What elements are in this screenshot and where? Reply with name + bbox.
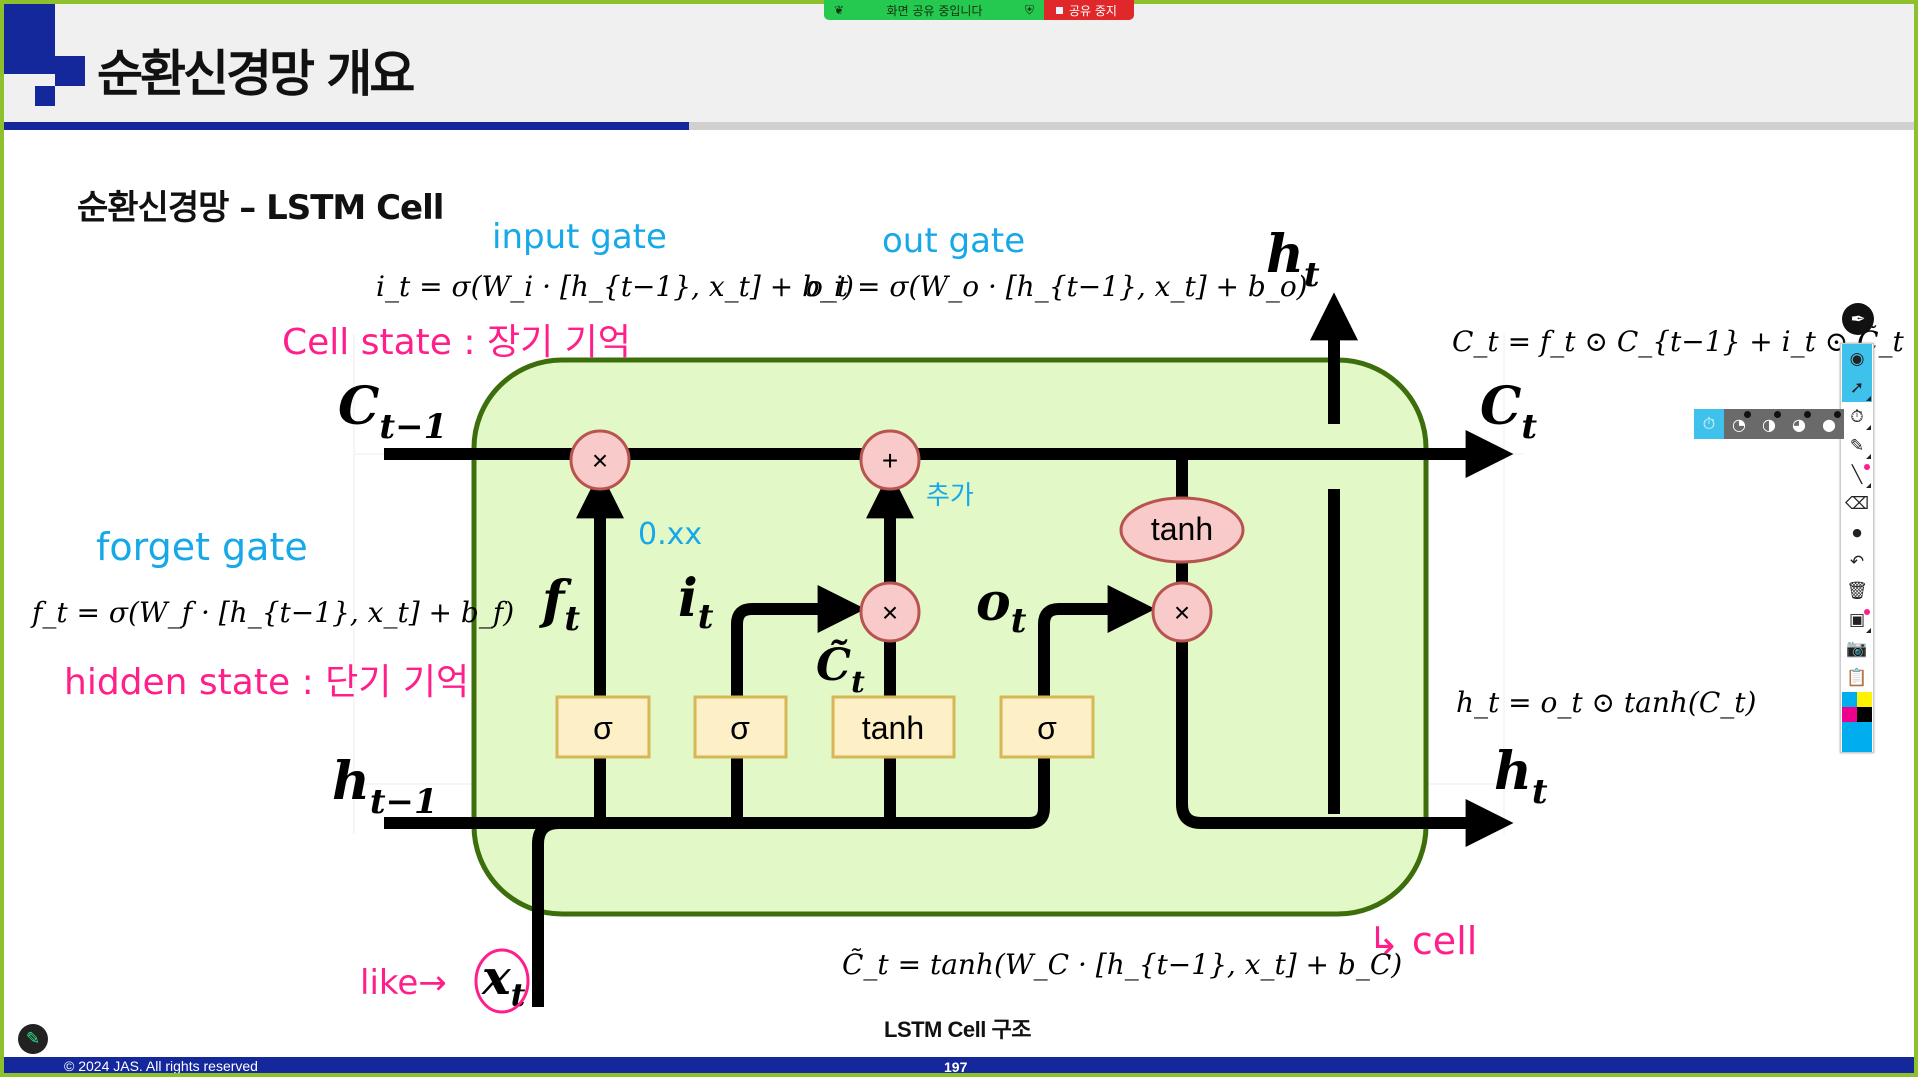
eraser-icon[interactable]: ⌫: [1844, 493, 1870, 514]
slide: 순환신경망 개요 순환신경망 – LSTM Cell: [4, 4, 1914, 1073]
whiteboard-icon[interactable]: ▣: [1842, 605, 1872, 634]
shield-check-icon: ⛨: [1024, 2, 1034, 17]
slide-subtitle: 순환신경망 – LSTM Cell: [77, 188, 444, 228]
c-next-label: Ct: [1480, 376, 1537, 447]
input-multiply-op: [859, 581, 921, 643]
cursor-icon[interactable]: ➚: [1842, 373, 1872, 402]
input-gate-equation: i_t = σ(W_i · [h_{t−1}, x_t] + b_i): [376, 270, 854, 303]
annotation-cell: ↳ cell: [1368, 919, 1477, 963]
header-rule-accent: [4, 122, 689, 130]
h-prev-label: ht−1: [332, 751, 438, 822]
timer-off-icon[interactable]: ⏱: [1694, 409, 1724, 439]
undo-icon[interactable]: ↶: [1849, 551, 1865, 572]
trash-icon[interactable]: 🗑: [1846, 580, 1868, 601]
input-gate-path: [731, 585, 866, 823]
slide-title: 순환신경망 개요: [97, 45, 415, 103]
header-logo-block: [55, 56, 85, 86]
header-logo-block: [4, 4, 55, 74]
color-swatch-black[interactable]: [1857, 707, 1872, 722]
o-label: ot: [976, 572, 1027, 641]
annotation-add: 추가: [926, 481, 974, 511]
annotation-toolbar: ◉ ➚ ⏱ ✎ ╲ ⌫ ● ↶ 🗑 ▣ 📷 📋: [1840, 343, 1874, 753]
stop-sharing-button[interactable]: 공유 중지: [1044, 0, 1134, 20]
forget-multiply-op: [569, 429, 631, 491]
share-status-label: 화면 공유 중입니다: [886, 3, 983, 18]
forget-gate-equation: f_t = σ(W_f · [h_{t−1}, x_t] + b_f): [30, 596, 514, 629]
hidden-input-line: [384, 734, 1050, 829]
c-tilde-label: C̃t: [816, 638, 865, 700]
candidate-layer-label: tanh: [862, 710, 924, 746]
annotation-forget-gate: forget gate: [96, 525, 308, 569]
annotation-circle-x: [474, 948, 530, 1014]
cell-state-equation: C_t = f_t ⊙ C_{t−1} + i_t ⊙ C̃_t: [1452, 325, 1905, 358]
stop-icon: [1056, 6, 1063, 14]
color-swatch-magenta[interactable]: [1842, 707, 1857, 722]
timer-full-icon[interactable]: ●: [1814, 409, 1844, 439]
forget-layer-label: σ: [593, 710, 613, 746]
annotate-pen-button[interactable]: ✎: [18, 1024, 48, 1054]
share-status: ❦ 화면 공유 중입니다 ⛨: [824, 0, 1044, 20]
hidden-output-line: [1176, 634, 1514, 847]
annotation-hidden-state: hidden state : 단기 기억: [64, 662, 469, 703]
tanh-op: [1119, 496, 1245, 564]
hidden-state-equation: h_t = o_t ⊙ tanh(C_t): [1456, 686, 1756, 719]
forget-layer-box: [555, 695, 651, 759]
timer-half-icon[interactable]: ◑: [1754, 409, 1784, 439]
timer-three-quarter-icon[interactable]: ◕: [1784, 409, 1814, 439]
pen-nib-icon[interactable]: ✒: [1842, 303, 1874, 335]
screen-share-bar: ❦ 화면 공유 중입니다 ⛨ 공유 중지: [824, 0, 1134, 20]
annotation-like: like→: [360, 963, 447, 1003]
tanh-op-label: tanh: [1151, 511, 1213, 547]
timer-options: ⏱ ◔ ◑ ◕ ●: [1694, 409, 1844, 439]
highlighter-icon[interactable]: ✎: [1842, 431, 1872, 460]
leaf-icon: ❦: [834, 3, 845, 17]
figure-caption: LSTM Cell 구조: [884, 1017, 1031, 1042]
header-logo-block: [35, 86, 55, 106]
h-top-label: ht: [1266, 224, 1320, 295]
output-layer-box: [999, 695, 1095, 759]
c-prev-label: Ct−1: [338, 376, 447, 447]
timer-quarter-icon[interactable]: ◔: [1724, 409, 1754, 439]
annotation-out-gate: out gate: [882, 221, 1025, 261]
candidate-equation: C̃_t = tanh(W_C · [h_{t−1}, x_t] + b_C): [842, 948, 1402, 981]
annotation-cell-state: Cell state : 장기 기억: [282, 322, 631, 363]
footer-copyright: © 2024 JAS. All rights reserved: [64, 1058, 258, 1073]
eye-icon[interactable]: ◉: [1842, 344, 1872, 373]
output-multiply-op: [1151, 581, 1213, 643]
candidate-layer-box: [831, 695, 956, 759]
page-number: 197: [944, 1059, 968, 1073]
input-layer-label: σ: [730, 710, 750, 746]
forget-multiply-symbol: ×: [592, 445, 608, 476]
x-input-line: [532, 817, 560, 1007]
header-rule: [689, 122, 1914, 130]
output-layer-label: σ: [1037, 710, 1057, 746]
add-op: [859, 429, 921, 491]
color-swatch-cyan[interactable]: [1842, 692, 1857, 707]
dot-icon[interactable]: ●: [1852, 526, 1862, 539]
i-label: it: [678, 568, 714, 637]
stop-sharing-label: 공유 중지: [1069, 3, 1117, 18]
line-icon[interactable]: ╲: [1842, 460, 1872, 489]
x-input-label: xt: [481, 950, 526, 1014]
clipboard-icon[interactable]: 📋: [1846, 667, 1868, 688]
lstm-diagram: × + × × tanh σ σ tanh σ Ct−1 Ct ht−1 ht …: [30, 217, 1905, 1014]
pencil-icon: ✎: [25, 1029, 41, 1049]
color-palette: [1842, 692, 1872, 722]
output-gate-equation: o_t = σ(W_o · [h_{t−1}, x_t] + b_o): [806, 270, 1308, 303]
input-multiply-symbol: ×: [882, 597, 898, 628]
timer-off-icon[interactable]: ⏱: [1842, 402, 1872, 431]
h-next-label: ht: [1494, 741, 1548, 812]
add-symbol: +: [882, 445, 898, 476]
color-swatch-yellow[interactable]: [1857, 692, 1872, 707]
input-layer-box: [693, 695, 788, 759]
annotation-forget-value: 0.xx: [638, 517, 702, 552]
slide-footer: © 2024 JAS. All rights reserved 197: [4, 1057, 1914, 1073]
slide-header: 순환신경망 개요: [4, 4, 1914, 130]
annotation-input-gate: input gate: [492, 217, 667, 257]
output-gate-path: [1038, 585, 1156, 734]
selected-color-swatch[interactable]: [1842, 722, 1872, 752]
camera-icon[interactable]: 📷: [1846, 638, 1868, 659]
output-multiply-symbol: ×: [1174, 597, 1190, 628]
